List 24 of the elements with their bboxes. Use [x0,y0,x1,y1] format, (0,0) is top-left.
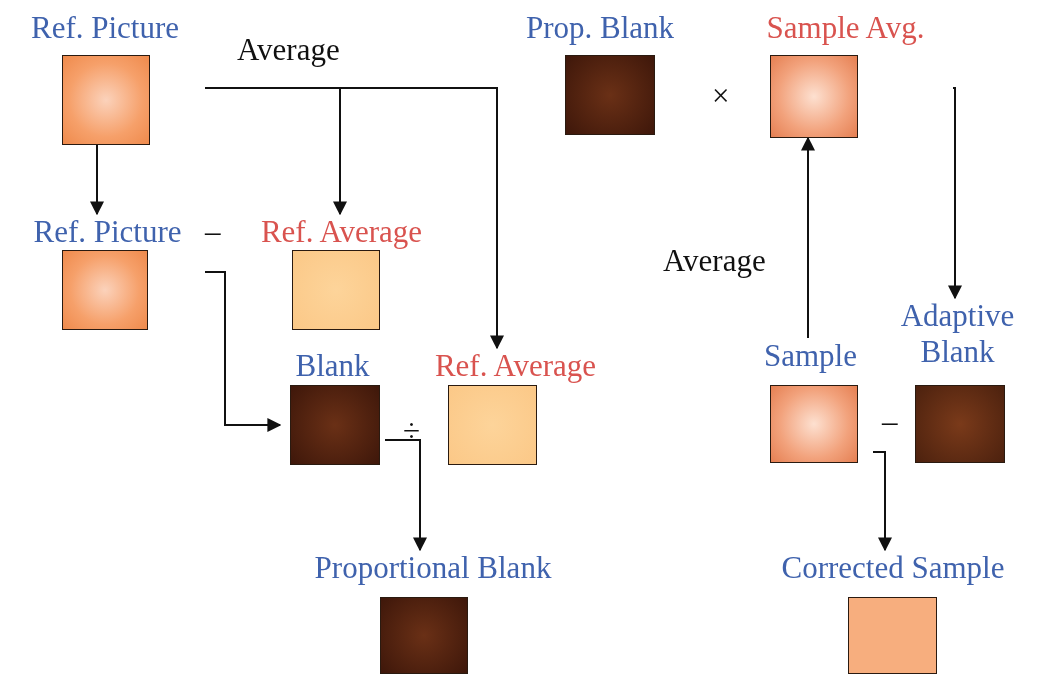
node-title: Ref. Picture [29,10,181,46]
node-title: Blank [294,348,371,384]
arrow [204,87,504,350]
node-title: Adaptive Blank [899,298,1016,370]
node-title: Sample [763,338,858,374]
node-title: Ref. Average [259,214,424,250]
edge-label: Average [237,32,340,68]
arrow [204,271,282,432]
arrow [90,144,104,216]
node-title: Sample Avg. [765,10,926,46]
node-title: Proportional Blank [313,550,553,586]
operator-sign: – [205,214,221,250]
node-title: Corrected Sample [780,550,1006,586]
node-title: Prop. Blank [524,10,676,46]
node-title: Ref. Average [433,348,598,384]
arrow [384,439,427,552]
operator-sign: – [882,404,898,440]
edge-label: Average [663,243,766,279]
arrow [872,451,892,552]
node-title: Ref. Picture [32,214,183,250]
operator-sign: ÷ [403,413,420,449]
arrow [948,87,962,300]
arrow [801,136,815,339]
operator-sign: × [712,78,730,114]
